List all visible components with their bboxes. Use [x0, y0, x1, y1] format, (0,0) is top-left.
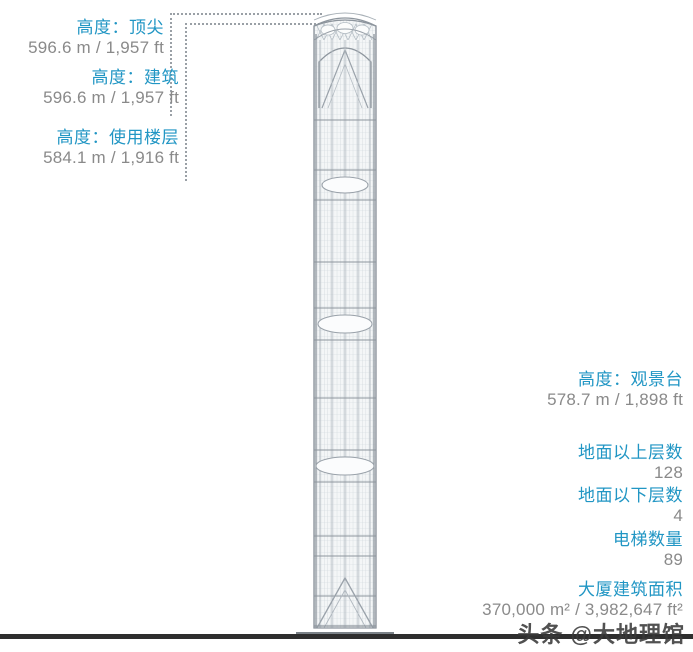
label-height-architectural-value: 596.6 m / 1,957 ft	[43, 88, 179, 108]
label-floors-above-ground: 地面以上层数 128	[430, 443, 683, 483]
label-floors-below-ground-value: 4	[673, 506, 683, 526]
leader-line-top-horizontal	[170, 13, 322, 15]
label-height-observatory-title: 高度：观景台	[578, 370, 683, 389]
label-building-floor-area: 大厦建筑面积 370,000 m² / 3,982,647 ft²	[400, 580, 683, 620]
label-building-floor-area-value: 370,000 m² / 3,982,647 ft²	[482, 600, 683, 620]
label-height-to-tip: 高度：顶尖 596.6 m / 1,957 ft	[0, 18, 164, 58]
label-height-architectural: 高度：建筑 596.6 m / 1,957 ft	[0, 68, 179, 108]
label-floors-below-ground: 地面以下层数 4	[430, 486, 683, 526]
label-height-observatory-value: 578.7 m / 1,898 ft	[547, 390, 683, 410]
label-elevator-count-value: 89	[663, 550, 683, 570]
leader-line-building-horizontal	[185, 23, 320, 25]
label-height-to-tip-title: 高度：顶尖	[76, 18, 164, 37]
label-height-occupied-floor-title: 高度：使用楼层	[56, 128, 179, 147]
label-elevator-count-title: 电梯数量	[613, 530, 683, 549]
label-height-occupied-floor: 高度：使用楼层 584.1 m / 1,916 ft	[0, 128, 179, 168]
label-floors-above-ground-title: 地面以上层数	[578, 443, 683, 462]
leader-line-top-vertical	[170, 13, 172, 116]
label-elevator-count: 电梯数量 89	[430, 530, 683, 570]
label-building-floor-area-title: 大厦建筑面积	[578, 580, 683, 599]
label-floors-below-ground-title: 地面以下层数	[578, 486, 683, 505]
label-height-observatory: 高度：观景台 578.7 m / 1,898 ft	[430, 370, 683, 410]
label-height-occupied-floor-value: 584.1 m / 1,916 ft	[43, 148, 179, 168]
leader-line-building-vertical	[185, 23, 187, 181]
skyscraper-elevation-graphic	[308, 0, 382, 634]
label-height-to-tip-value: 596.6 m / 1,957 ft	[28, 38, 164, 58]
bottom-bar	[0, 634, 693, 639]
watermark: 头条 @大地理馆	[517, 622, 685, 647]
label-height-architectural-title: 高度：建筑	[91, 68, 179, 87]
ground-line	[296, 632, 394, 634]
label-floors-above-ground-value: 128	[654, 463, 683, 483]
